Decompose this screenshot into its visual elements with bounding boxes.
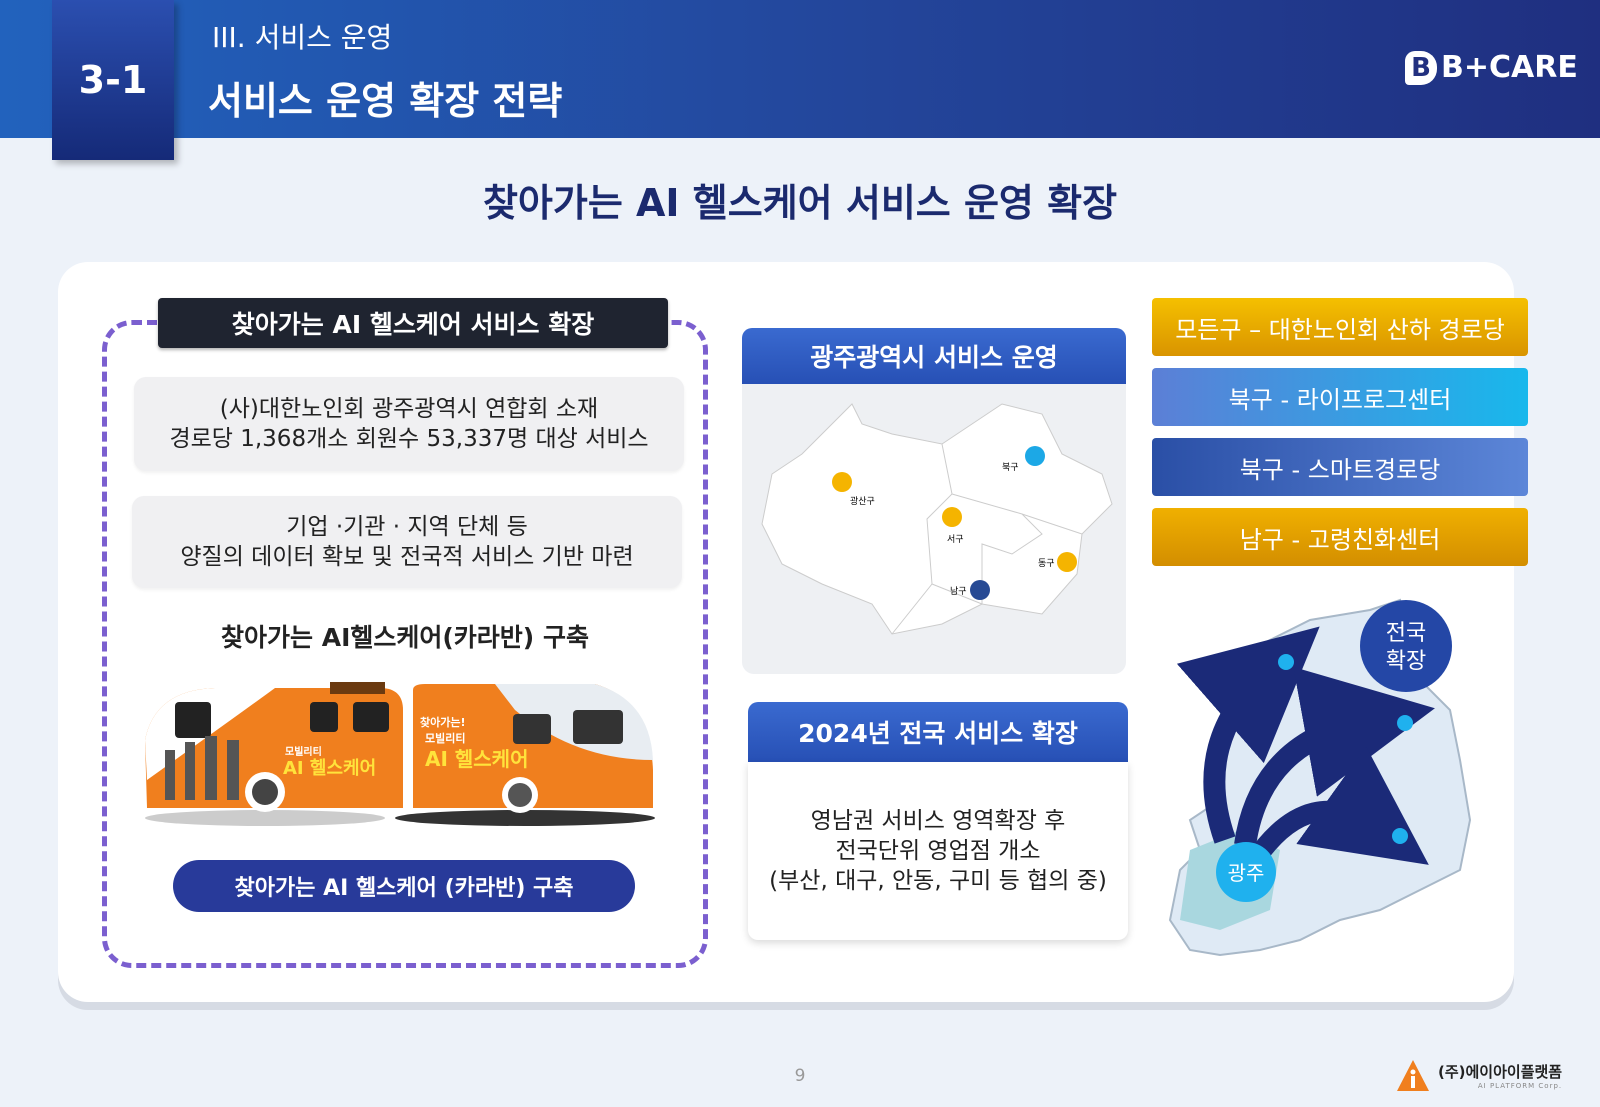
info-box-data: 기업 ·기관 · 지역 단체 등 양질의 데이터 확보 및 전국적 서비스 기반… <box>132 496 682 588</box>
section-number: 3-1 <box>52 0 174 160</box>
logo-text: B+CARE <box>1441 50 1578 85</box>
tag-buk-smart: 북구 - 스마트경로당 <box>1152 438 1528 496</box>
district-label: 광산구 <box>850 495 875 507</box>
caravan-text: 모빌리티 <box>285 745 322 758</box>
nation-line: 영남권 서비스 영역확장 후 <box>810 808 1066 834</box>
info-box-members: (사)대한노인회 광주광역시 연합회 소재 경로당 1,368개소 회원수 53… <box>134 377 684 471</box>
gwangju-map-panel: 광산구 북구 서구 동구 남구 <box>742 384 1126 674</box>
tag-buk-lifelog: 북구 - 라이프로그센터 <box>1152 368 1528 426</box>
left-heading: 찾아가는 AI 헬스케어 서비스 확장 <box>158 298 668 348</box>
origin-label: 광주 <box>1228 861 1265 885</box>
company-name: (주)에이아이플랫폼 <box>1438 1062 1563 1081</box>
nation-line: (부산, 대구, 안동, 구미 등 협의 중) <box>769 868 1107 894</box>
main-heading: 찾아가는 AI 헬스케어 서비스 운영 확장 <box>482 181 1118 225</box>
company-logo: (주)에이아이플랫폼 AI PLATFORM Corp. <box>1396 1058 1562 1092</box>
nation-title: 2024년 전국 서비스 확장 <box>748 702 1128 762</box>
district-dot <box>832 472 852 492</box>
tag-nam-senior: 남구 - 고령친화센터 <box>1152 508 1528 566</box>
district-label: 북구 <box>1002 462 1019 473</box>
caravan-text: AI 헬스케어 <box>425 747 528 771</box>
caravan-heading: 찾아가는 AI헬스케어(카라반) 구축 <box>221 623 589 652</box>
district-label: 서구 <box>947 534 964 545</box>
nation-line: 전국단위 영업점 개소 <box>835 838 1041 864</box>
nation-text-panel: 영남권 서비스 영역확장 후 전국단위 영업점 개소 (부산, 대구, 안동, … <box>748 762 1128 940</box>
caravan-build-button[interactable]: 찾아가는 AI 헬스케어 (카라반) 구축 <box>173 860 635 912</box>
header-bar <box>0 0 1600 138</box>
info-line: 양질의 데이터 확보 및 전국적 서비스 기반 마련 <box>180 544 634 570</box>
gwangju-map: 광산구 북구 서구 동구 남구 <box>761 403 1113 635</box>
caravan-text: 모빌리티 <box>425 731 465 745</box>
page-number: 9 <box>794 1066 806 1086</box>
tag-all-districts: 모든구 – 대한노인회 산하 경로당 <box>1152 298 1528 356</box>
district-label: 남구 <box>950 586 967 597</box>
district-dot <box>970 580 990 600</box>
expand-badge: 확장 <box>1386 649 1426 674</box>
page-title: 서비스 운영 확장 전략 <box>208 79 563 123</box>
logo-icon: B <box>1405 50 1437 85</box>
caravan-text: AI 헬스케어 <box>283 758 376 779</box>
district-dot <box>1057 552 1077 572</box>
korea-expansion-map: 광주 전국 확장 <box>1168 598 1472 957</box>
section-label: III. 서비스 운영 <box>212 21 393 54</box>
company-logo-icon <box>1397 1060 1429 1091</box>
info-line: 경로당 1,368개소 회원수 53,337명 대상 서비스 <box>169 426 649 452</box>
expand-badge: 전국 <box>1386 621 1426 646</box>
caravan-text: 찾아가는! <box>420 715 466 729</box>
info-line: 기업 ·기관 · 지역 단체 등 <box>286 514 528 540</box>
district-label: 동구 <box>1038 558 1055 569</box>
company-name-en: AI PLATFORM Corp. <box>1477 1081 1563 1090</box>
district-dot <box>1025 446 1045 466</box>
district-dot <box>942 507 962 527</box>
gwangju-title: 광주광역시 서비스 운영 <box>742 328 1126 384</box>
caravan-image: 모빌리티 AI 헬스케어 찾아가는! 모빌리티 AI 헬스케어 <box>145 682 655 826</box>
info-line: (사)대한노인회 광주광역시 연합회 소재 <box>219 396 599 422</box>
